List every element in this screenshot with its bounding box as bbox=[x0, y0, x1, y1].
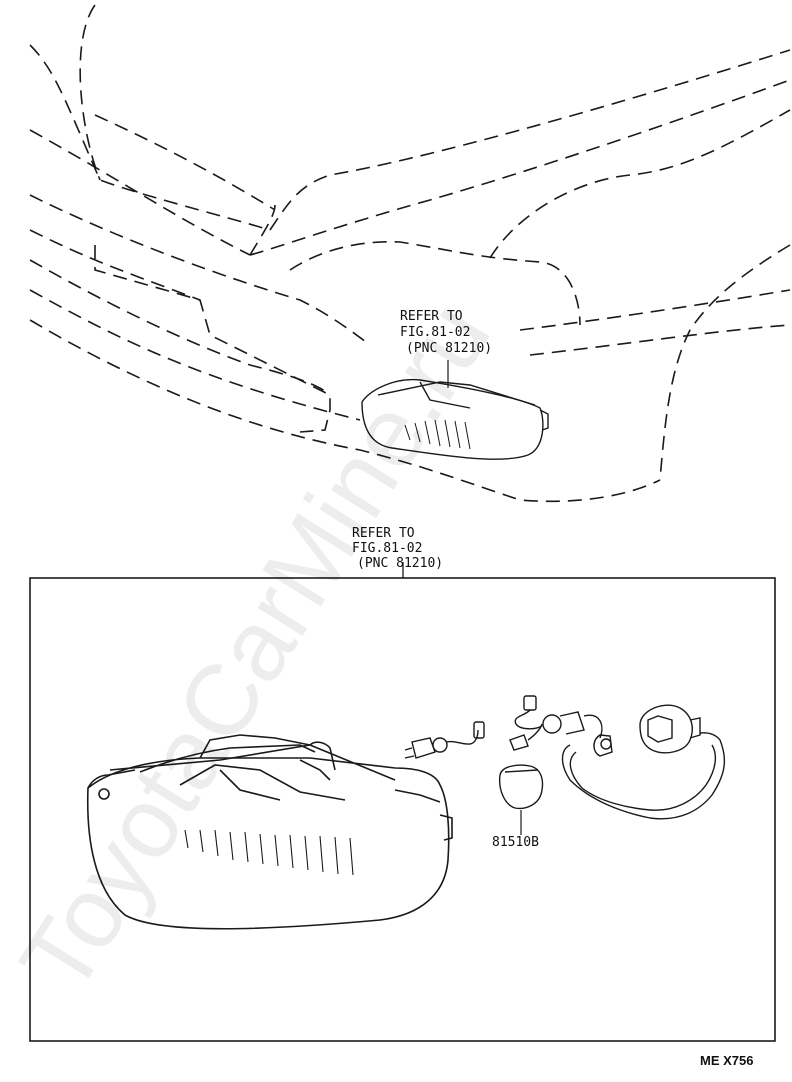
callout-box-line2: FIG.81-02 bbox=[352, 541, 423, 556]
wedge-bulb-81510b bbox=[498, 764, 544, 835]
turn-signal-lamp-assembly bbox=[86, 734, 453, 930]
callout-box-line1: REFER TO bbox=[352, 526, 415, 541]
vehicle-outline bbox=[29, 4, 791, 503]
callout-top-line1: REFER TO bbox=[400, 309, 463, 324]
small-bulb-socket-left bbox=[404, 721, 485, 759]
figure-code: ME X756 bbox=[700, 1053, 754, 1068]
callout-top-line2: FIG.81-02 bbox=[400, 325, 471, 340]
callout-box-line3: (PNC 81210) bbox=[357, 556, 444, 571]
part-number-label: 81510B bbox=[492, 835, 539, 850]
vehicle-corner-lamp bbox=[361, 360, 549, 460]
detail-frame bbox=[29, 577, 776, 1042]
watermark-text: ToyotaCarMine.ru bbox=[0, 283, 512, 1012]
bulb-socket-center bbox=[509, 695, 603, 751]
callout-top-line3: (PNC 81210) bbox=[406, 341, 493, 356]
socket-harness-right bbox=[561, 704, 726, 820]
